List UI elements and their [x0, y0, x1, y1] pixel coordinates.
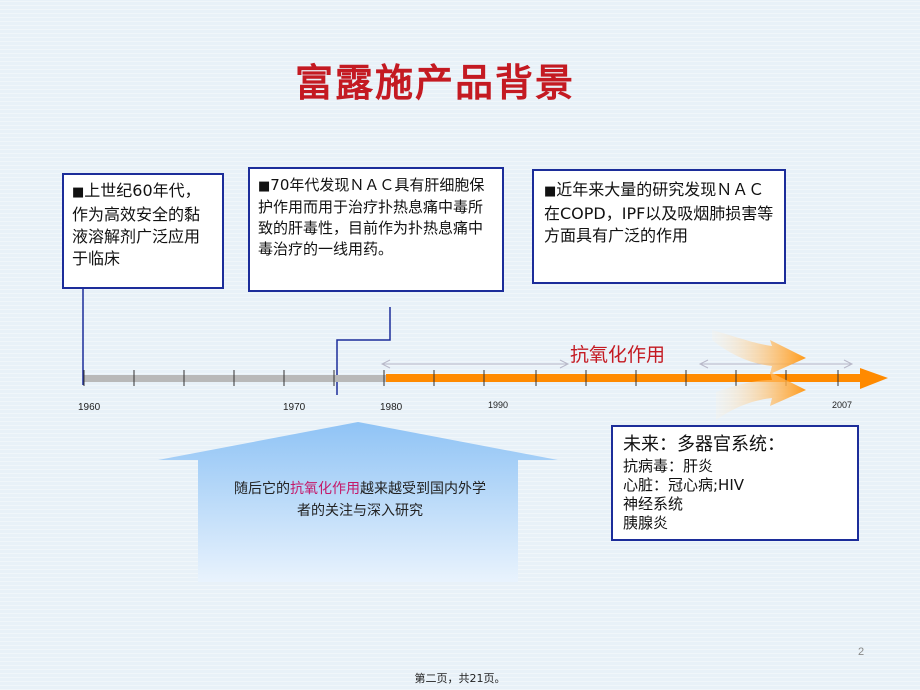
connector-1970 — [336, 307, 391, 395]
year-label-1990: 1990 — [488, 400, 509, 410]
box-1960s-mucolytic: ■上世纪60年代，作为高效安全的黏液溶解剂广泛应用于临床 — [62, 173, 224, 289]
swoosh-arrows — [712, 330, 806, 420]
year-label-2007: 2007 — [832, 400, 853, 410]
future-item: 神经系统 — [623, 495, 684, 513]
timeline-ticks — [83, 370, 839, 386]
year-label-1970: 1970 — [283, 402, 306, 413]
year-label-1980: 1980 — [380, 402, 403, 413]
up-arrow-text-after: 越来越受到国内外学者的关注与深入研究 — [297, 481, 486, 519]
future-heading: 未来：多器官系统： — [623, 434, 785, 455]
bullet-square: ■ — [544, 184, 557, 199]
year-label-1960: 1960 — [78, 402, 101, 413]
antioxidant-label: 抗氧化作用 — [570, 344, 666, 366]
footer-page-count: 第二页，共21页。 — [414, 672, 506, 685]
box-1970s-text: 70年代发现ＮＡＣ具有肝细胞保护作用而用于治疗扑热息痛中毒所致的肝毒性，目前作为… — [258, 176, 485, 258]
box-1970s-liver-protection: ■70年代发现ＮＡＣ具有肝细胞保护作用而用于治疗扑热息痛中毒所致的肝毒性，目前作… — [248, 167, 504, 292]
future-item: 胰腺炎 — [623, 514, 669, 532]
up-arrow-text-highlight: 抗氧化作用 — [290, 481, 360, 497]
up-arrow-text-before: 随后它的 — [234, 481, 290, 497]
future-multi-organ-box: 未来：多器官系统： 抗病毒：肝炎 心脏：冠心病;HIV 神经系统 胰腺炎 — [611, 425, 859, 541]
page-number: 2 — [858, 646, 865, 658]
future-item: 抗病毒：肝炎 — [623, 457, 714, 475]
bullet-square: ■ — [258, 179, 271, 194]
timeline-gray-segment — [84, 375, 386, 382]
box-1960s-text: 上世纪60年代，作为高效安全的黏液溶解剂广泛应用于临床 — [72, 181, 201, 268]
future-item: 心脏：冠心病;HIV — [623, 476, 745, 494]
bullet-square: ■ — [72, 185, 85, 200]
up-block-arrow — [158, 422, 558, 582]
timeline-arrowhead — [860, 368, 888, 389]
slide-title: 富露施产品背景 — [294, 61, 575, 105]
box-recent-text: 近年来大量的研究发现ＮＡＣ在COPD，IPF以及吸烟肺损害等方面具有广泛的作用 — [544, 180, 774, 245]
up-arrow-text: 随后它的抗氧化作用越来越受到国内外学者的关注与深入研究 — [230, 478, 490, 522]
timeline-orange-segment — [386, 374, 862, 382]
box-recent-research: ■近年来大量的研究发现ＮＡＣ在COPD，IPF以及吸烟肺损害等方面具有广泛的作用 — [532, 169, 786, 284]
